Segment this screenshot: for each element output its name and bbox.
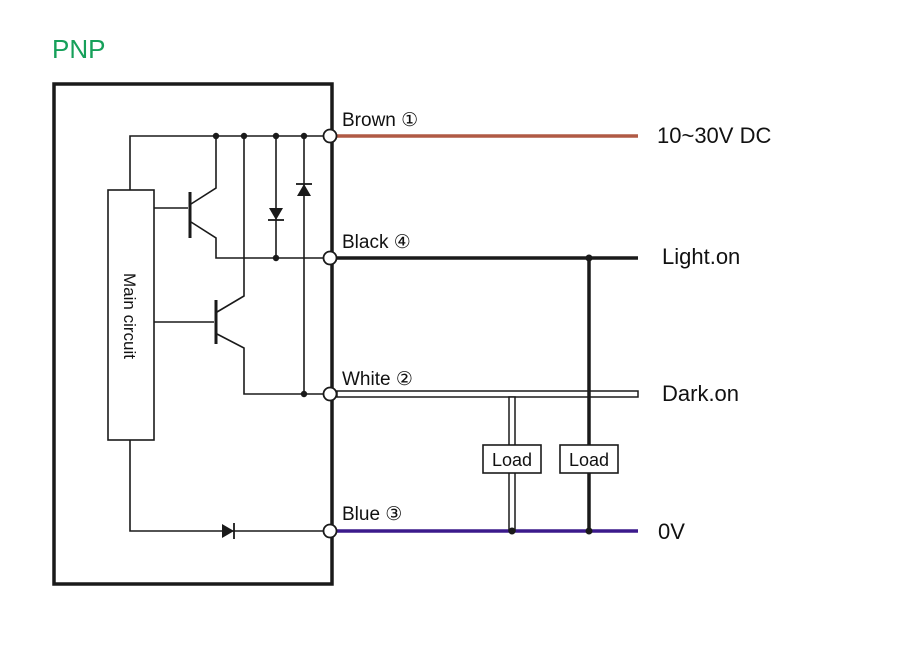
protection-diode-2 <box>296 183 312 196</box>
white-wire <box>336 390 639 398</box>
reverse-polarity-diode <box>222 523 235 539</box>
terminals <box>322 128 338 539</box>
label-white: White ② <box>342 369 413 390</box>
junction-dots <box>212 132 308 398</box>
load-label-2: Load <box>569 450 609 470</box>
output-brown: 10~30V DC <box>657 123 771 148</box>
terminal-white <box>322 386 338 402</box>
terminal-black <box>322 250 338 266</box>
label-brown: Brown ① <box>342 110 418 131</box>
terminal-blue <box>322 523 338 539</box>
diagram-title: PNP <box>52 34 105 64</box>
main-circuit-label: Main circuit <box>120 273 139 359</box>
main-circuit-block: Main circuit <box>107 189 155 441</box>
load-label-1: Load <box>492 450 532 470</box>
output-blue: 0V <box>658 519 685 544</box>
sensor-housing <box>52 82 334 586</box>
label-black: Black ④ <box>342 232 411 253</box>
load-white-branch: Load <box>482 396 542 535</box>
label-blue: Blue ③ <box>342 504 402 525</box>
output-white: Dark.on <box>662 381 739 406</box>
output-black: Light.on <box>662 244 740 269</box>
protection-diode-1 <box>268 208 284 221</box>
terminal-brown <box>322 128 338 144</box>
load-black-branch: Load <box>559 254 619 535</box>
